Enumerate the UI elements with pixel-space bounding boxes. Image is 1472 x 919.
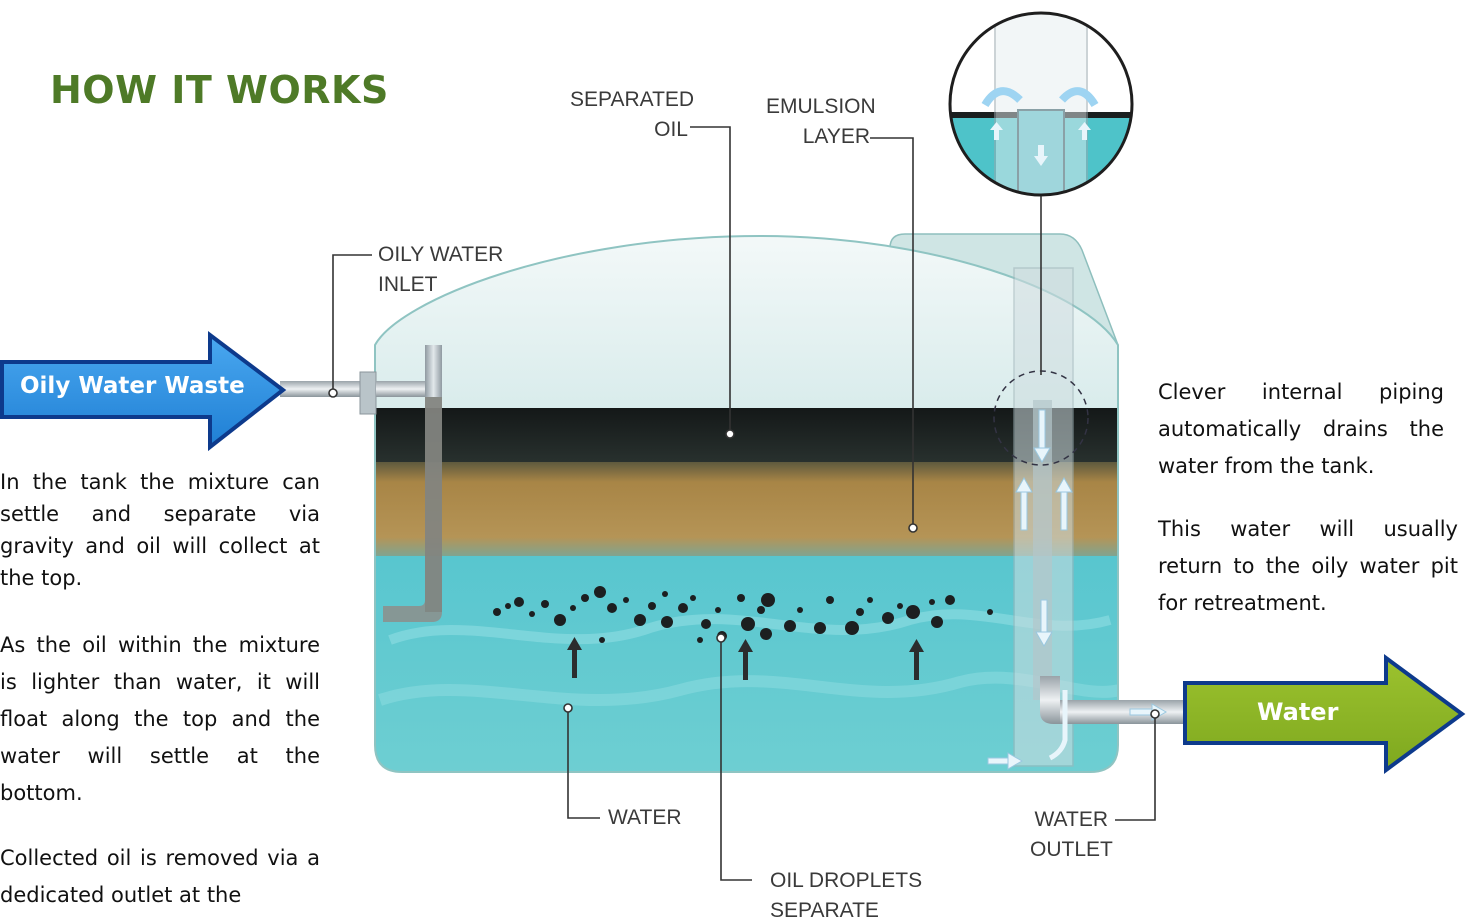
inlet-arrow-label: Oily Water Waste (20, 373, 245, 399)
water-outlet-label: WATER OUTLET (1030, 808, 1113, 861)
water-label: WATER (608, 806, 682, 829)
right-text-2: This water will usually return to the oi… (1158, 517, 1458, 615)
inlet-pipe (280, 381, 380, 397)
outlet-arrow (1183, 654, 1466, 774)
page-title: HOW IT WORKS (50, 68, 389, 112)
oil-droplets-group (493, 586, 993, 643)
inlet-arrow (0, 330, 287, 452)
oily-water-inlet-label: OILY WATER INLET (378, 243, 504, 296)
left-text-2: As the oil within the mixture is lighter… (0, 633, 320, 805)
rising-arrows (567, 637, 924, 680)
left-text-3: Collected oil is removed via a dedicated… (0, 846, 320, 907)
oil-droplets-label: OIL DROPLETS SEPARATE (770, 869, 923, 919)
left-text-1: In the tank the mixture can settle and s… (0, 470, 320, 590)
emulsion-layer-label: EMULSION LAYER (766, 95, 876, 148)
separated-oil-label: SEPARATED OIL (570, 88, 695, 141)
right-text-1: Clever internal piping automatically dra… (1158, 380, 1444, 478)
outlet-arrow-label: Water (1257, 698, 1339, 726)
